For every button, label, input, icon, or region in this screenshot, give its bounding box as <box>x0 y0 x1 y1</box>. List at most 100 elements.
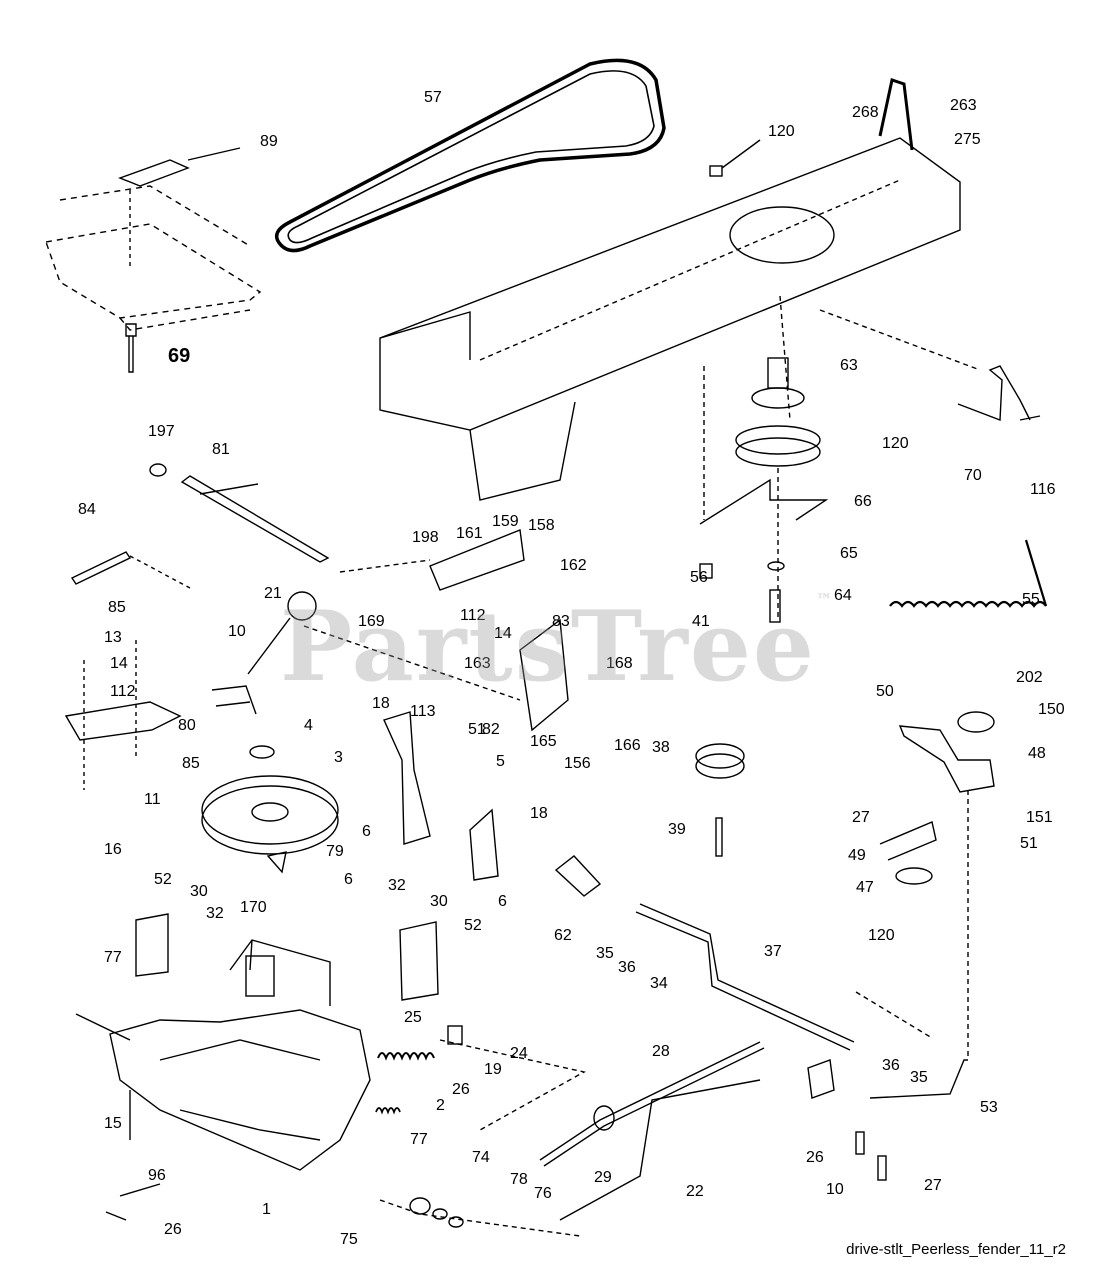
callout-62: 62 <box>554 927 572 944</box>
pulley-63 <box>735 357 821 620</box>
callout-47: 47 <box>856 879 874 896</box>
callout-76: 76 <box>534 1185 552 1202</box>
callout-26a: 26 <box>452 1081 470 1098</box>
knob-21 <box>287 591 317 621</box>
callout-18b: 18 <box>530 805 548 822</box>
callout-32b: 32 <box>206 905 224 922</box>
callout-13: 13 <box>104 629 122 646</box>
callout-113: 113 <box>410 703 436 720</box>
callout-82: 82 <box>482 721 500 738</box>
callout-41: 41 <box>692 613 710 630</box>
spring-2 <box>375 1107 401 1115</box>
callout-84: 84 <box>78 501 96 518</box>
callout-10b: 10 <box>826 1181 844 1198</box>
callout-165: 165 <box>530 733 557 750</box>
callout-52a: 52 <box>154 871 172 888</box>
callout-80: 80 <box>178 717 196 734</box>
callout-6b: 6 <box>344 871 353 888</box>
callout-116: 116 <box>1030 481 1056 498</box>
callout-70: 70 <box>964 467 982 484</box>
callout-85a: 85 <box>108 599 126 616</box>
callout-16: 16 <box>104 841 122 858</box>
callout-22: 22 <box>686 1183 704 1200</box>
bracket-66 <box>699 478 829 525</box>
callout-4: 4 <box>304 717 313 734</box>
callout-74: 74 <box>472 1149 490 1166</box>
callout-151: 151 <box>1026 809 1053 826</box>
callout-3: 3 <box>334 749 343 766</box>
nut-120 <box>709 165 723 177</box>
callout-56: 56 <box>690 569 708 586</box>
callout-64: 64 <box>834 587 852 604</box>
spring-55 <box>889 539 1048 608</box>
callout-166: 166 <box>614 737 641 754</box>
callout-32a: 32 <box>388 877 406 894</box>
watermark: PartsTree™ <box>280 590 834 703</box>
callout-63: 63 <box>840 357 858 374</box>
main-frame <box>379 137 981 501</box>
callout-5: 5 <box>496 753 505 770</box>
callout-26b: 26 <box>806 1149 824 1166</box>
callout-85b: 85 <box>182 755 200 772</box>
callout-112a: 112 <box>460 607 486 624</box>
callout-6c: 6 <box>498 893 507 910</box>
callout-14a: 14 <box>494 625 512 642</box>
rod-22 <box>559 1079 761 1221</box>
pulley-3 <box>201 745 339 855</box>
callout-11: 11 <box>144 791 161 808</box>
callout-120a: 120 <box>768 123 795 140</box>
bracket-170 <box>229 939 331 1006</box>
callout-34: 34 <box>650 975 668 992</box>
callout-78: 78 <box>510 1171 528 1188</box>
rod-70 <box>957 365 1031 421</box>
callout-21: 21 <box>264 585 282 602</box>
callout-36a: 36 <box>618 959 636 976</box>
bracket-5 <box>469 808 499 881</box>
callout-66: 66 <box>854 493 872 510</box>
callout-79: 79 <box>326 843 344 860</box>
callout-29: 29 <box>594 1169 612 1186</box>
callout-198: 198 <box>412 529 439 546</box>
callout-163: 163 <box>464 655 491 672</box>
callout-156: 156 <box>564 755 591 772</box>
callout-15: 15 <box>104 1115 122 1132</box>
callout-39: 39 <box>668 821 686 838</box>
callout-51a: 51 <box>468 721 486 738</box>
callout-120b: 120 <box>882 435 909 452</box>
callout-19: 19 <box>484 1061 502 1078</box>
callout-30b: 30 <box>430 893 448 910</box>
bracket-30a <box>135 913 169 977</box>
callout-26c: 26 <box>164 1221 182 1238</box>
callout-77a: 77 <box>104 949 122 966</box>
lever-8 <box>211 617 291 715</box>
callout-10a: 10 <box>228 623 246 640</box>
callout-69: 69 <box>168 345 190 367</box>
callout-197: 197 <box>148 423 175 440</box>
callout-2: 2 <box>436 1097 445 1114</box>
callout-275: 275 <box>954 131 981 148</box>
bracket-113 <box>383 711 431 845</box>
callout-159: 159 <box>492 513 519 530</box>
callout-168: 168 <box>606 655 633 672</box>
bracket-48 <box>898 725 995 793</box>
rod-62 <box>554 855 602 897</box>
rod-28 <box>539 1041 761 1161</box>
callout-52b: 52 <box>464 917 482 934</box>
fender-bracket-89 <box>118 159 190 187</box>
shaft-81 <box>180 475 330 563</box>
bracket-268 <box>878 78 914 151</box>
callout-25: 25 <box>404 1009 422 1026</box>
callout-268: 268 <box>852 104 879 121</box>
callout-37: 37 <box>764 943 782 960</box>
callout-57: 57 <box>424 89 442 106</box>
callout-170: 170 <box>240 899 267 916</box>
callout-27a: 27 <box>852 809 870 826</box>
callout-202: 202 <box>1016 669 1043 686</box>
callout-89: 89 <box>260 133 278 150</box>
callout-65: 65 <box>840 545 858 562</box>
bracket-80 <box>64 701 182 741</box>
bolt-69 <box>125 323 137 373</box>
transaxle-1 <box>75 955 371 1171</box>
